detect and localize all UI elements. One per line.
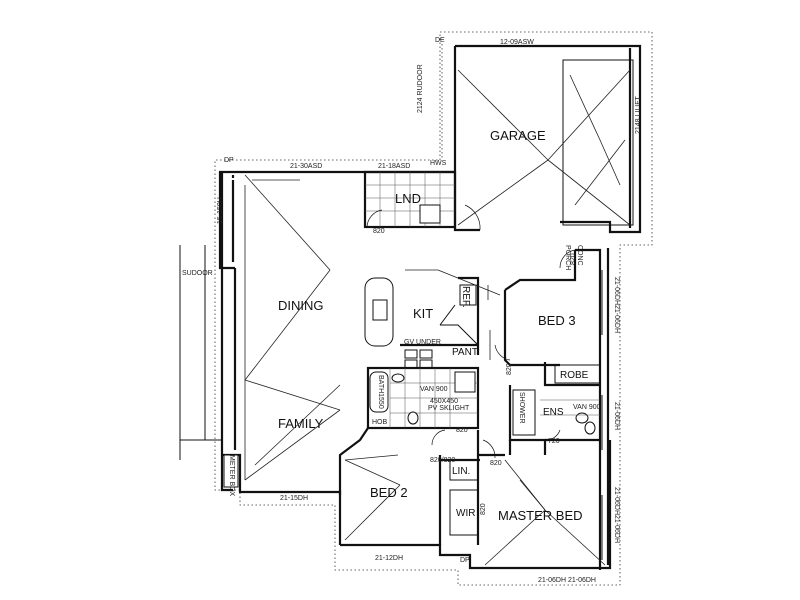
conc-label: CONC (576, 245, 583, 266)
walk-in-robe (449, 489, 479, 536)
linen-label: LIN. (452, 466, 470, 477)
window-strips (179, 245, 603, 560)
ensuite-shower (512, 389, 536, 436)
hall-door-dim: 820/820 (430, 457, 455, 464)
dp-top-label: DP (224, 157, 234, 164)
master-bed-label: MASTER BED (498, 508, 583, 523)
shower-base (454, 371, 476, 393)
skylight-size-label: 450X450 (430, 398, 458, 405)
pv-skylight-label: PV SKLIGHT (428, 405, 470, 412)
laundry-door-dim: 820 (373, 228, 385, 235)
ensuite-vanity-label: VAN 900 (573, 404, 601, 411)
family-label: FAMILY (278, 416, 324, 431)
bathtub (369, 371, 389, 413)
bath-label: BATH1550 (377, 375, 384, 409)
ensuite-shower-label: SHOWER (518, 392, 525, 424)
garage-door-swing (464, 204, 481, 231)
garage-right-dim: 2148 LILIFT (635, 96, 642, 134)
fridge-space (459, 284, 477, 306)
bed3-robe (554, 364, 601, 384)
wir-label: WIR (456, 508, 475, 519)
bed3-door-dim: 820 (506, 363, 513, 375)
kitchen-sink (372, 299, 388, 321)
room-labels: GARAGE LND DINING KIT FAMILY BED 3 ROBE … (228, 128, 589, 523)
master-door-dim: 820 (490, 460, 502, 467)
cooktop-burner (419, 359, 433, 369)
top-left-dim: 21-30ASD (290, 163, 322, 170)
dp-bottom-label: DP (460, 557, 470, 564)
hws-label: HWS (430, 160, 447, 167)
meter-box (223, 454, 239, 488)
right-master-dim: 21-06DH21-06DH (613, 487, 620, 543)
pantry-label: PANT (452, 347, 478, 358)
porch-label: PORCH (564, 245, 571, 270)
robe-label: ROBE (560, 370, 589, 381)
ensuite-toilet-icon (584, 421, 596, 435)
ensuite-door-swing (544, 429, 561, 441)
dining-label: DINING (278, 298, 324, 313)
bed2-label: BED 2 (370, 485, 408, 500)
laundry (363, 170, 457, 229)
garage-label: GARAGE (490, 128, 546, 143)
ensuite-label: ENS (543, 407, 564, 418)
ensuite-door-dim: 720 (548, 438, 560, 445)
bath-door-swing (431, 429, 446, 446)
meter-box-label: METER BOX (228, 455, 235, 497)
hob-label: HOB (372, 419, 388, 426)
right-lower-dim: 21-06DH (613, 402, 620, 430)
top-mid-dim: 21-18ASD (378, 163, 410, 170)
bed3-label: BED 3 (538, 313, 576, 328)
master-door-swing (482, 439, 496, 459)
linen-cupboard (449, 459, 479, 481)
de-label: DE (435, 37, 445, 44)
laundry-label: LND (395, 191, 421, 206)
wir-door-dim: 820 (480, 503, 487, 515)
bedroom-roof-lines (344, 454, 606, 566)
cooktop-burner (404, 349, 418, 359)
right-upper-dim: 21-06DH21-06DH (613, 277, 620, 333)
cooktop-burner (404, 359, 418, 369)
left-window-dim: 15-150H (217, 197, 224, 224)
ensuite (512, 389, 600, 436)
sudoor-label: SUDOOR (182, 270, 213, 277)
ensuite-basin-icon (575, 412, 589, 424)
vanity-label: VAN 900 (420, 386, 448, 393)
entry-door-swing (559, 249, 576, 269)
toilet-icon (407, 411, 419, 425)
dimension-labels: 12-09ASW DE 2124 RUDOOR 2148 LILIFT 21-3… (182, 37, 642, 584)
bath-door-dim: 820 (456, 427, 468, 434)
bed3-door-swing (494, 344, 511, 361)
bottom-left-dim: 21-15DH (280, 495, 308, 502)
cooktop-burner (419, 349, 433, 359)
bathroom (366, 366, 480, 446)
door-swings (482, 249, 576, 459)
garage-parking-outline (562, 59, 634, 226)
kitchen (364, 269, 501, 369)
dining-roof-lines (244, 174, 341, 481)
eave-outline (214, 31, 653, 586)
basin-icon (391, 373, 405, 383)
garage (453, 44, 642, 234)
fridge-label: REF. (460, 286, 471, 308)
porch-door-dim: 820 (570, 253, 577, 265)
wir-lin (449, 459, 479, 536)
garage-top-dim: 12-09ASW (500, 39, 534, 46)
bottom-bed2-dim: 21-12DH (375, 555, 403, 562)
kitchen-label: KIT (413, 306, 433, 321)
bottom-master-dim: 21-06DH 21-06DH (538, 577, 596, 584)
gv-under-label: GV UNDER (404, 339, 441, 346)
garage-left-dim: 2124 RUDOOR (417, 64, 424, 113)
laundry-door-swing (366, 209, 383, 228)
laundry-tub (419, 204, 441, 224)
